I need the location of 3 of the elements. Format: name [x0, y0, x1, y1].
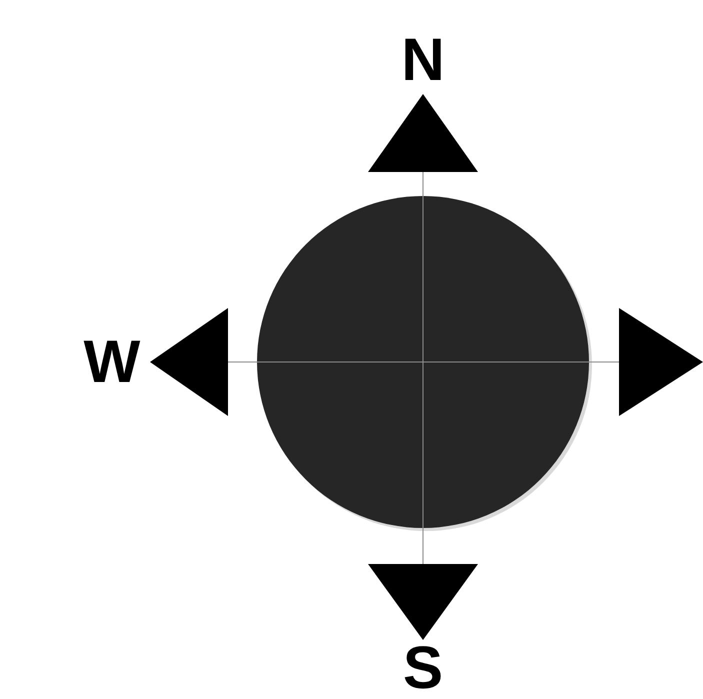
- direction-letter: N: [401, 30, 445, 90]
- direction-letter: S: [402, 638, 444, 698]
- direction-letter: W: [84, 332, 140, 392]
